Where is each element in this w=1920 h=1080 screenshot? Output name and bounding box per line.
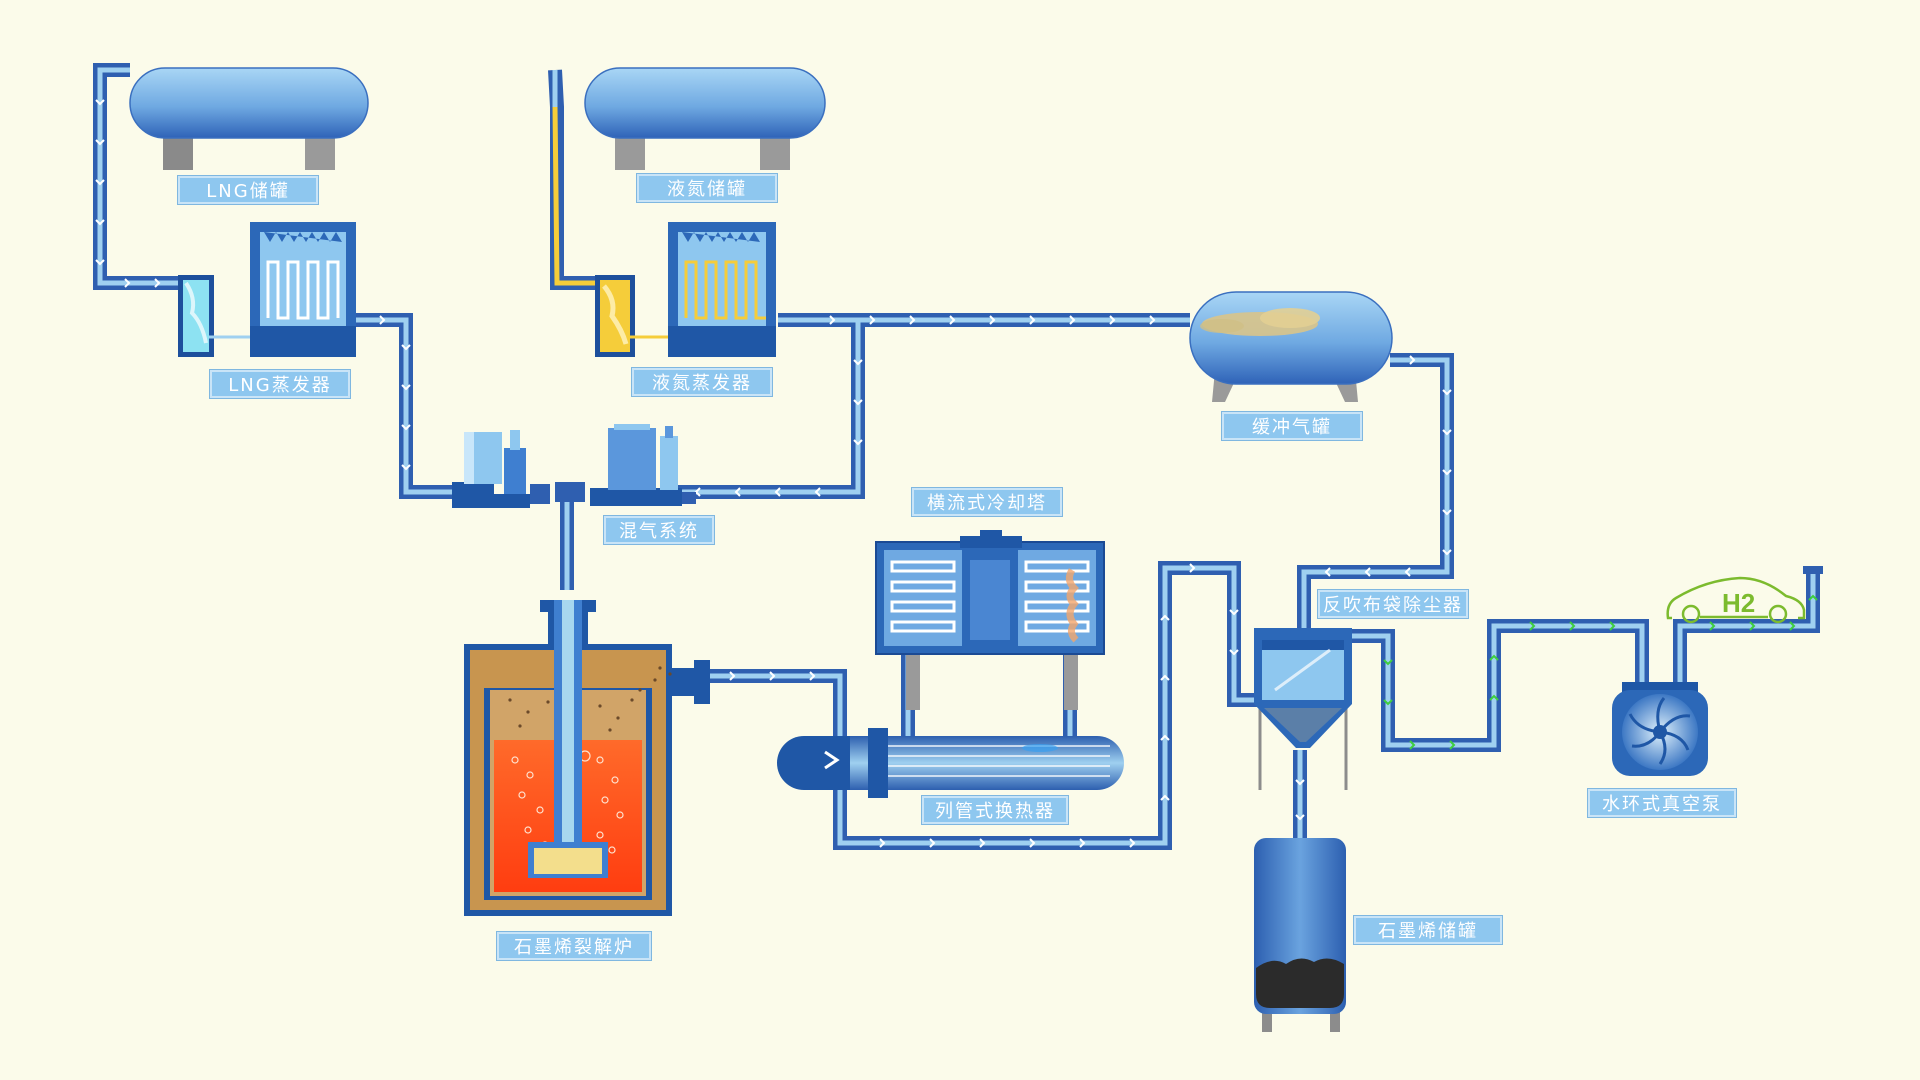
buffer-tank (1189, 291, 1393, 402)
label-ln2-tank: 液氮储罐 (637, 174, 777, 202)
hydrogen-badge: H2 (1722, 588, 1755, 618)
ln2-evaporator (595, 222, 776, 357)
label-ln2-evaporator: 液氮蒸发器 (632, 368, 772, 396)
hydrogen-flow-arrows (1383, 594, 1818, 750)
pyrolysis-furnace (464, 600, 710, 916)
label-heat-exchanger: 列管式换热器 (922, 796, 1068, 824)
pulse-dust-collector (1254, 628, 1352, 790)
ln2-tank (584, 67, 826, 170)
graphene-storage (1254, 838, 1346, 1032)
cooling-tower (875, 530, 1105, 710)
hydrogen-car-icon (1666, 576, 1806, 624)
label-pyrolysis-furnace: 石墨烯裂解炉 (497, 932, 651, 960)
mixing-system (452, 424, 696, 508)
label-cooling-tower: 横流式冷却塔 (912, 488, 1062, 516)
flow-arrows (95, 99, 1452, 848)
label-lng-tank: LNG储罐 (178, 176, 318, 204)
label-graphene-storage: 石墨烯储罐 (1354, 916, 1502, 944)
heat-exchanger (777, 728, 1124, 798)
label-buffer-tank: 缓冲气罐 (1222, 412, 1362, 440)
label-pulse-dust-collector: 反吹布袋除尘器 (1318, 590, 1468, 618)
label-vacuum-pump: 水环式真空泵 (1588, 789, 1736, 817)
label-mixing-system: 混气系统 (604, 516, 714, 544)
label-lng-evaporator: LNG蒸发器 (210, 370, 350, 398)
pipe-network (93, 63, 1823, 850)
lng-evaporator (178, 222, 356, 357)
vacuum-pump (1612, 682, 1708, 776)
lng-tank (129, 67, 369, 170)
